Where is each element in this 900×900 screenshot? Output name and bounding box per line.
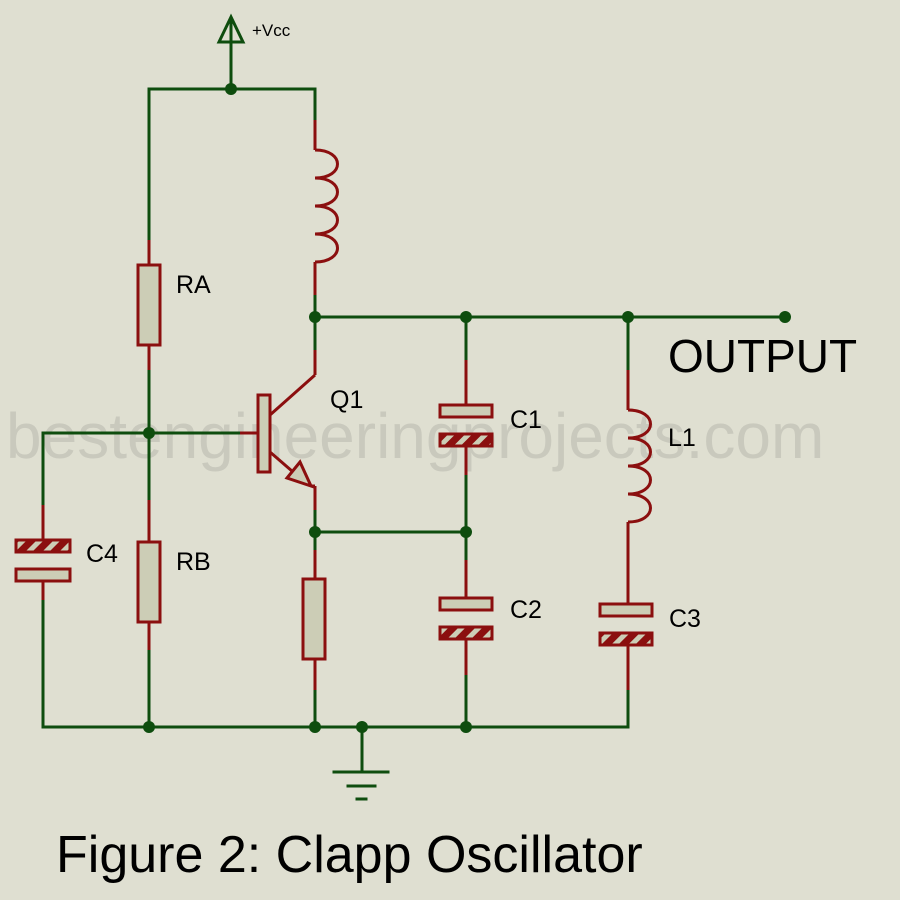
ra-label: RA [176, 271, 211, 299]
capacitor-c4 [14, 505, 72, 600]
c2-label: C2 [510, 596, 542, 624]
output-label: OUTPUT [668, 330, 857, 382]
output-terminal [779, 311, 791, 323]
l1-label: L1 [668, 424, 696, 452]
rb-label: RB [176, 548, 211, 576]
vcc-symbol [216, 13, 246, 91]
c1-label: C1 [510, 406, 542, 434]
inductor-l1 [626, 370, 652, 604]
c3-label: C3 [669, 605, 701, 633]
capacitor-c1 [438, 360, 494, 475]
collector-inductor [313, 120, 339, 295]
figure-title: Figure 2: Clapp Oscillator [56, 826, 643, 884]
resistor-ra [136, 240, 162, 370]
capacitor-c3 [598, 602, 654, 690]
q1-label: Q1 [330, 386, 363, 414]
resistor-rb [136, 500, 162, 650]
vcc-label: +Vcc [252, 21, 291, 40]
junctions [143, 83, 791, 733]
emitter-resistor [301, 550, 327, 690]
transistor-q1 [240, 350, 317, 510]
watermark: bestengineeringprojects.com [6, 400, 824, 472]
capacitor-c2 [438, 560, 494, 675]
c4-label: C4 [86, 540, 118, 568]
